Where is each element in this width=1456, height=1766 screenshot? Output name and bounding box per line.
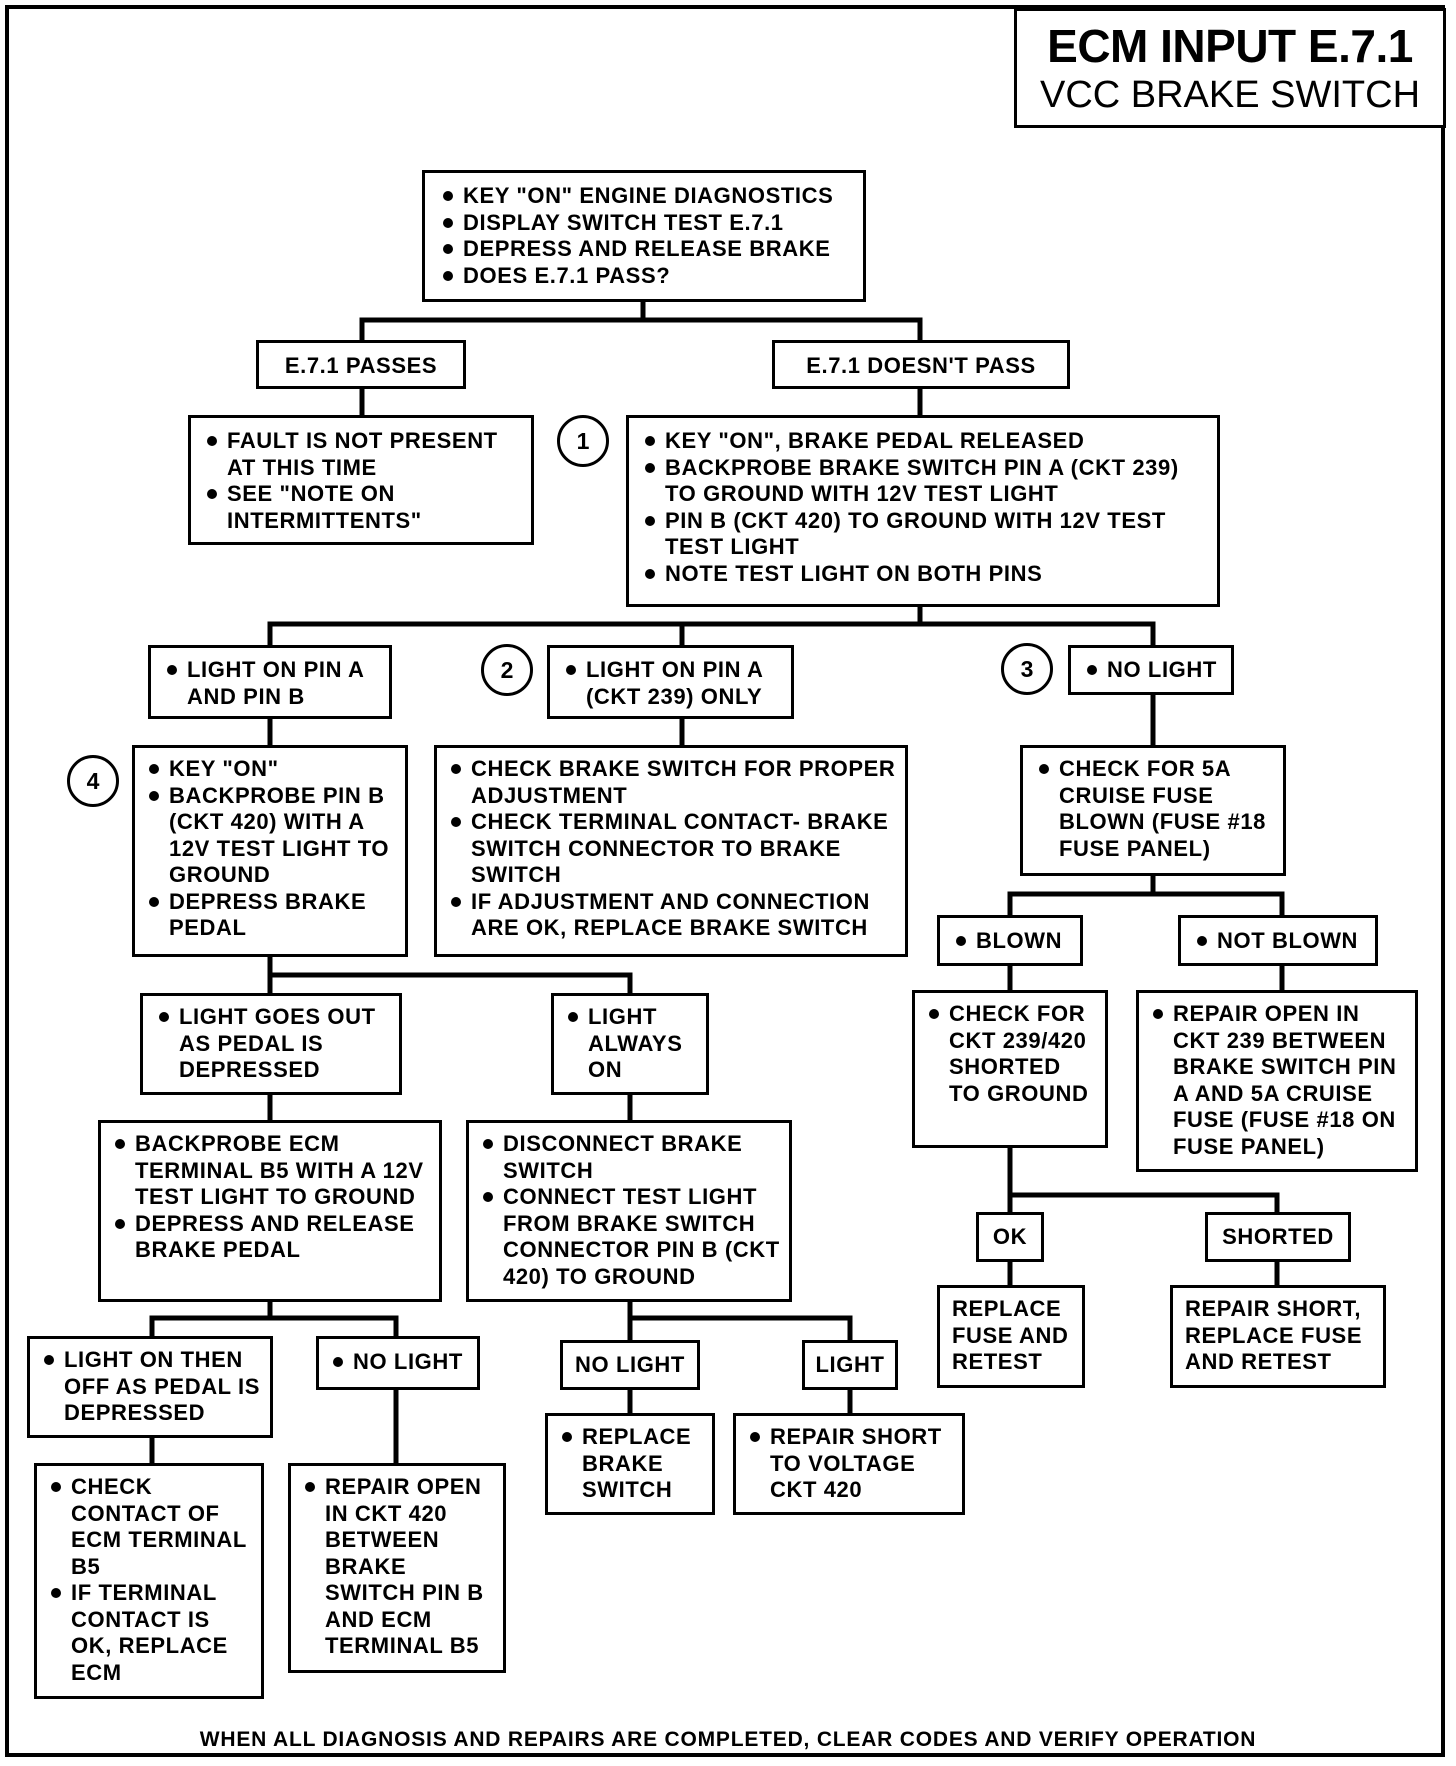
not-blown-box: NOT BLOWN [1178, 915, 1378, 966]
passes-box: E.7.1 PASSES [256, 340, 466, 389]
repair-open-420-item: REPAIR OPEN IN CKT 420 BETWEEN BRAKE SWI… [299, 1474, 495, 1660]
light-on-off-item: LIGHT ON THEN OFF AS PEDAL IS DEPRESSED [38, 1347, 262, 1427]
no-light-main-item: NO LIGHT [1081, 657, 1221, 684]
ok-box: OK [976, 1212, 1044, 1262]
light-sw-label: LIGHT [815, 1352, 885, 1377]
title-box: ECM INPUT E.7.1 VCC BRAKE SWITCH [1014, 8, 1446, 128]
repair-short-fuse-label: REPAIR SHORT, REPLACE FUSE AND RETEST [1185, 1296, 1363, 1374]
step-1-item: KEY "ON", BRAKE PEDAL RELEASED [639, 428, 1207, 455]
repair-short-voltage-item: REPAIR SHORT TO VOLTAGE CKT 420 [744, 1424, 954, 1504]
page-subtitle: VCC BRAKE SWITCH [1039, 74, 1421, 116]
step-1-item: PIN B (CKT 420) TO GROUND WITH 12V TEST … [639, 508, 1207, 561]
disconnect-item: DISCONNECT BRAKE SWITCH [477, 1131, 781, 1184]
step-1-item: NOTE TEST LIGHT ON BOTH PINS [639, 561, 1207, 588]
repair-open-239-box: REPAIR OPEN IN CKT 239 BETWEEN BRAKE SWI… [1136, 990, 1418, 1172]
backprobe-ecm-box: BACKPROBE ECM TERMINAL B5 WITH A 12V TES… [98, 1120, 442, 1302]
step-4-marker: 4 [67, 755, 119, 807]
step-4-item: KEY "ON" [143, 756, 399, 783]
step-1-box: KEY "ON", BRAKE PEDAL RELEASED BACKPROBE… [626, 415, 1220, 607]
check-fuse-item: CHECK FOR 5A CRUISE FUSE BLOWN (FUSE #18… [1033, 756, 1273, 862]
doesnt-pass-box: E.7.1 DOESN'T PASS [772, 340, 1070, 389]
not-blown-item: NOT BLOWN [1191, 928, 1365, 955]
check-contact-item: IF TERMINAL CONTACT IS OK, REPLACE ECM [45, 1580, 253, 1686]
step-1-marker: 1 [557, 415, 609, 467]
light-ab-item: LIGHT ON PIN A AND PIN B [161, 657, 379, 710]
step-4-box: KEY "ON" BACKPROBE PIN B (CKT 420) WITH … [132, 745, 408, 957]
check-adjust-item: IF ADJUSTMENT AND CONNECTION ARE OK, REP… [445, 889, 897, 942]
blown-box: BLOWN [937, 915, 1083, 966]
step-1-item: BACKPROBE BRAKE SWITCH PIN A (CKT 239) T… [639, 455, 1207, 508]
light-always-box: LIGHT ALWAYS ON [551, 993, 709, 1095]
step-4-item: DEPRESS BRAKE PEDAL [143, 889, 399, 942]
step-2-marker: 2 [481, 644, 533, 696]
check-fuse-box: CHECK FOR 5A CRUISE FUSE BLOWN (FUSE #18… [1020, 745, 1286, 876]
replace-switch-item: REPLACE BRAKE SWITCH [556, 1424, 704, 1504]
check-adjust-box: CHECK BRAKE SWITCH FOR PROPER ADJUSTMENT… [434, 745, 908, 957]
disconnect-box: DISCONNECT BRAKE SWITCH CONNECT TEST LIG… [466, 1120, 792, 1302]
doesnt-pass-label: E.7.1 DOESN'T PASS [806, 353, 1036, 378]
light-always-item: LIGHT ALWAYS ON [562, 1004, 698, 1084]
passes-label: E.7.1 PASSES [284, 353, 438, 378]
light-ab-box: LIGHT ON PIN A AND PIN B [148, 645, 392, 719]
check-adjust-item: CHECK TERMINAL CONTACT- BRAKE SWITCH CON… [445, 809, 897, 889]
check-contact-box: CHECK CONTACT OF ECM TERMINAL B5 IF TERM… [34, 1463, 264, 1699]
repair-short-fuse-box: REPAIR SHORT, REPLACE FUSE AND RETEST [1170, 1285, 1386, 1388]
repair-open-420-box: REPAIR OPEN IN CKT 420 BETWEEN BRAKE SWI… [288, 1463, 506, 1673]
start-item: DEPRESS AND RELEASE BRAKE [437, 236, 851, 263]
replace-fuse-label: REPLACE FUSE AND RETEST [952, 1296, 1069, 1374]
disconnect-item: CONNECT TEST LIGHT FROM BRAKE SWITCH CON… [477, 1184, 781, 1290]
repair-open-239-item: REPAIR OPEN IN CKT 239 BETWEEN BRAKE SWI… [1147, 1001, 1407, 1160]
light-out-box: LIGHT GOES OUT AS PEDAL IS DEPRESSED [140, 993, 402, 1095]
start-item: DOES E.7.1 PASS? [437, 263, 851, 290]
fault-item: SEE "NOTE ON INTERMITTENTS" [201, 481, 521, 534]
check-ckt-box: CHECK FOR CKT 239/420 SHORTED TO GROUND [912, 990, 1108, 1148]
backprobe-ecm-item: BACKPROBE ECM TERMINAL B5 WITH A 12V TES… [109, 1131, 431, 1211]
no-light-sw-box: NO LIGHT [560, 1340, 700, 1390]
step-3-marker: 3 [1001, 643, 1053, 695]
start-item: DISPLAY SWITCH TEST E.7.1 [437, 210, 851, 237]
no-light-main-box: NO LIGHT [1068, 645, 1234, 695]
blown-item: BLOWN [950, 928, 1070, 955]
check-adjust-item: CHECK BRAKE SWITCH FOR PROPER ADJUSTMENT [445, 756, 897, 809]
fault-box: FAULT IS NOT PRESENT AT THIS TIME SEE "N… [188, 415, 534, 545]
check-ckt-item: CHECK FOR CKT 239/420 SHORTED TO GROUND [923, 1001, 1097, 1107]
light-out-item: LIGHT GOES OUT AS PEDAL IS DEPRESSED [153, 1004, 389, 1084]
ok-label: OK [992, 1224, 1028, 1249]
start-box: KEY "ON" ENGINE DIAGNOSTICS DISPLAY SWIT… [422, 170, 866, 302]
no-light-b5-box: NO LIGHT [316, 1336, 480, 1390]
no-light-sw-label: NO LIGHT [575, 1352, 685, 1377]
start-item: KEY "ON" ENGINE DIAGNOSTICS [437, 183, 851, 210]
light-sw-box: LIGHT [802, 1340, 898, 1390]
no-light-b5-item: NO LIGHT [327, 1349, 469, 1376]
shorted-label: SHORTED [1222, 1224, 1334, 1249]
diagram-frame [5, 5, 1445, 1757]
page-title: ECM INPUT E.7.1 [1047, 20, 1413, 72]
footer-note: WHEN ALL DIAGNOSIS AND REPAIRS ARE COMPL… [199, 1728, 1257, 1751]
backprobe-ecm-item: DEPRESS AND RELEASE BRAKE PEDAL [109, 1211, 431, 1264]
light-on-off-box: LIGHT ON THEN OFF AS PEDAL IS DEPRESSED [27, 1336, 273, 1438]
light-a-only-item: LIGHT ON PIN A (CKT 239) ONLY [560, 657, 781, 710]
shorted-box: SHORTED [1205, 1212, 1351, 1262]
check-contact-item: CHECK CONTACT OF ECM TERMINAL B5 [45, 1474, 253, 1580]
repair-short-voltage-box: REPAIR SHORT TO VOLTAGE CKT 420 [733, 1413, 965, 1515]
fault-item: FAULT IS NOT PRESENT AT THIS TIME [201, 428, 521, 481]
replace-fuse-box: REPLACE FUSE AND RETEST [937, 1285, 1085, 1388]
step-4-item: BACKPROBE PIN B (CKT 420) WITH A 12V TES… [143, 783, 399, 889]
replace-switch-box: REPLACE BRAKE SWITCH [545, 1413, 715, 1515]
light-a-only-box: LIGHT ON PIN A (CKT 239) ONLY [547, 645, 794, 719]
